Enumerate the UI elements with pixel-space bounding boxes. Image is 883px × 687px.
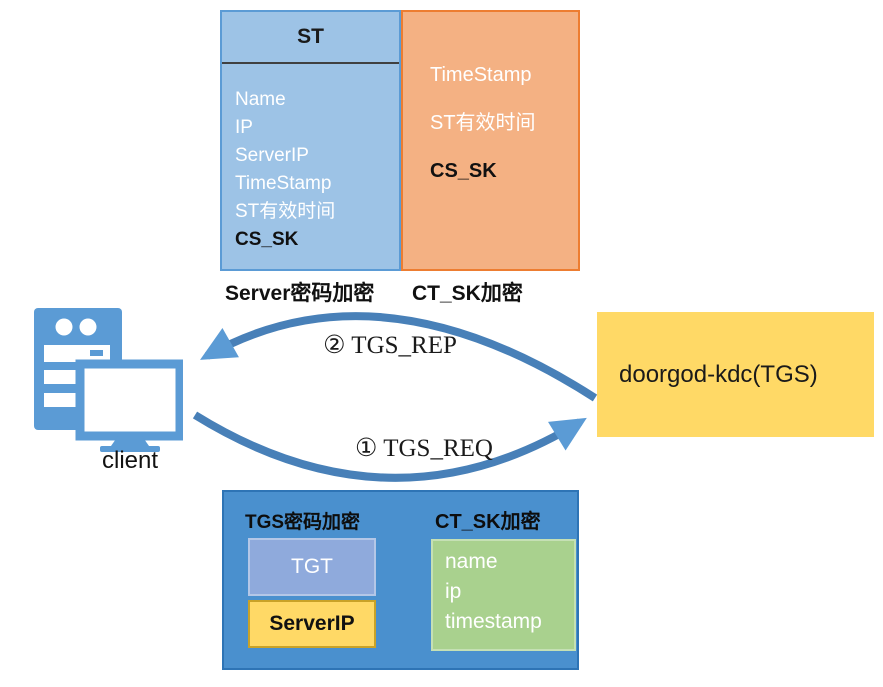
tgs-password-encrypt-caption: TGS密码加密 [245, 512, 361, 533]
st-field-validity: ST有效时间 [235, 201, 336, 222]
st-field-cs-sk: CS_SK [235, 229, 299, 250]
tgs-request-box: TGS密码加密 CT_SK加密 TGT ServerIP name ip tim… [222, 490, 579, 670]
payload-ip: ip [445, 580, 462, 603]
st-box-fields: Name IP ServerIP TimeStamp ST有效时间 CS_SK [222, 64, 399, 254]
server-password-encrypt-caption: Server密码加密 [225, 282, 375, 305]
st-ticket-box: ST Name IP ServerIP TimeStamp ST有效时间 CS_… [220, 10, 401, 271]
serverip-box: ServerIP [248, 600, 376, 648]
tgs-rep-label: ② TGS_REP [323, 332, 457, 359]
serverip-label: ServerIP [269, 612, 355, 635]
payload-name: name [445, 550, 498, 573]
enc-field-validity: ST有效时间 [430, 112, 536, 134]
tgs-req-arrow [192, 411, 587, 482]
st-field-name: Name [235, 89, 286, 110]
enc-field-cs-sk: CS_SK [430, 160, 497, 182]
client-computer-icon [34, 308, 183, 452]
tgt-label: TGT [291, 555, 333, 578]
tgt-box: TGT [248, 538, 376, 596]
tgs-req-label: ① TGS_REQ [355, 435, 493, 462]
enc-field-timestamp: TimeStamp [430, 64, 532, 86]
ctsk-encrypt-caption: CT_SK加密 [412, 282, 523, 305]
kdc-label: doorgod-kdc(TGS) [619, 360, 818, 388]
ctsk-encrypt-caption-bottom: CT_SK加密 [435, 511, 541, 533]
tgs-rep-arrow [200, 312, 598, 402]
tgs-flow-arrows [192, 312, 598, 482]
st-field-timestamp: TimeStamp [235, 173, 332, 194]
client-label: client [101, 447, 159, 474]
st-field-serverip: ServerIP [235, 145, 309, 166]
ctsk-payload-box: name ip timestamp [431, 539, 576, 651]
st-box-title: ST [222, 12, 399, 64]
doorgod-kdc-box: doorgod-kdc(TGS) [597, 312, 874, 437]
st-field-ip: IP [235, 117, 253, 138]
ctsk-encrypted-box: TimeStamp ST有效时间 CS_SK [401, 10, 580, 271]
payload-timestamp: timestamp [445, 610, 542, 633]
